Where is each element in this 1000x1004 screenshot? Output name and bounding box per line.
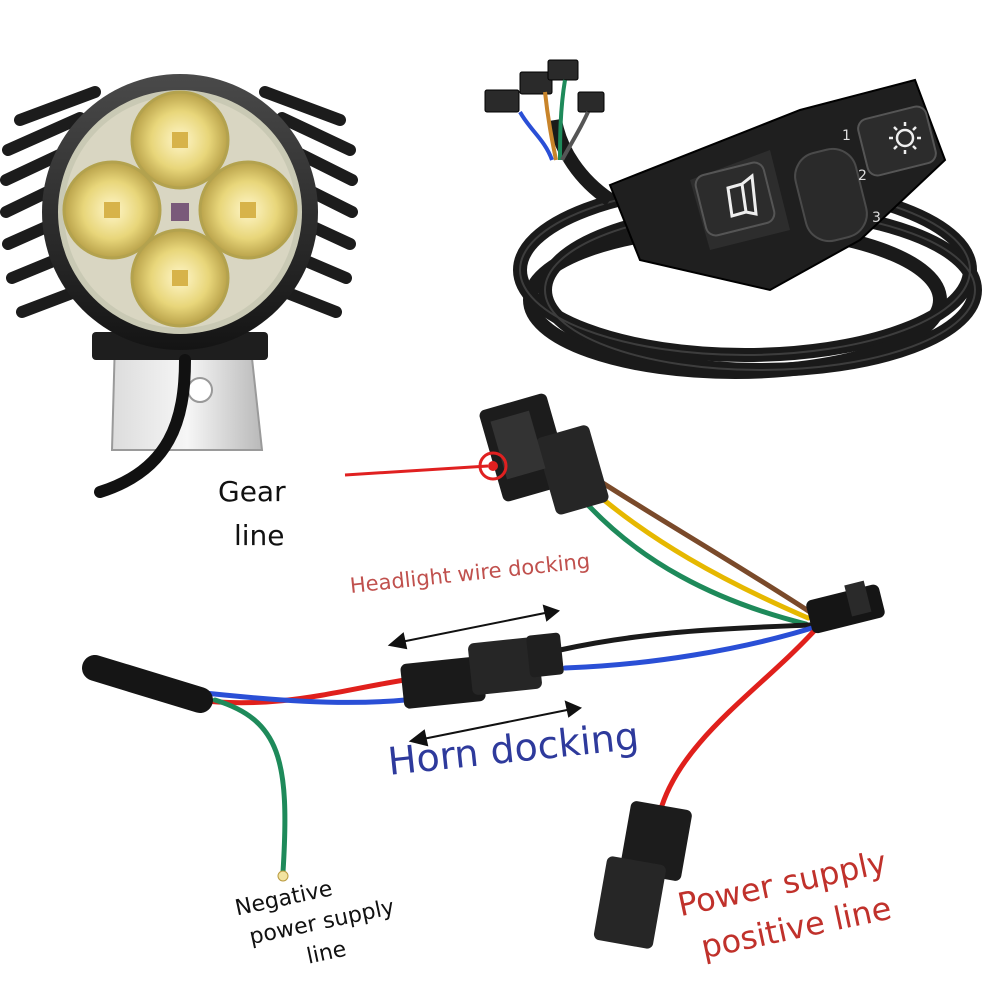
svg-text:3: 3 xyxy=(872,210,881,226)
docking-connector-icon xyxy=(400,632,564,709)
svg-text:2: 2 xyxy=(858,168,867,184)
left-cable-end xyxy=(82,655,213,713)
junction-sleeve xyxy=(806,580,885,634)
horn-docking-arrow xyxy=(408,700,583,747)
power-connector-icon xyxy=(593,801,692,949)
gear-line-label-1: Gear xyxy=(218,475,286,508)
gear-line-label-2: line xyxy=(234,519,285,552)
svg-text:1: 1 xyxy=(842,128,851,144)
gear-line-marker xyxy=(344,451,508,481)
headlight-icon xyxy=(0,74,358,498)
gear-line-label: Gear line xyxy=(218,470,286,558)
wire-harness xyxy=(192,475,818,882)
headlight-docking-arrow xyxy=(387,604,561,650)
horn-light-switch-icon: 1 2 3 xyxy=(484,59,982,379)
